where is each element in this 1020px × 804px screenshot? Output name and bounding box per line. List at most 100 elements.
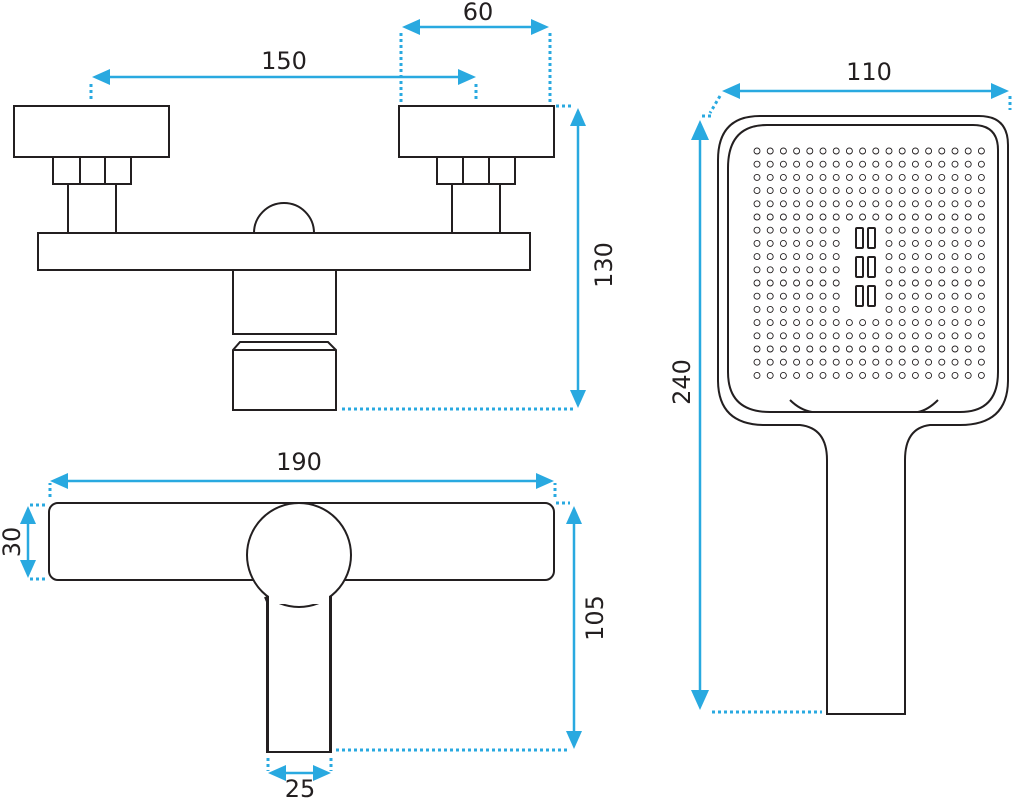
nozzle (898, 226, 906, 234)
nozzle (832, 173, 840, 181)
nozzle (951, 292, 959, 300)
nozzle (872, 358, 880, 366)
outlet-lower (232, 341, 337, 411)
nozzle (951, 147, 959, 155)
nozzle (845, 173, 853, 181)
nozzle (938, 292, 946, 300)
nozzle (819, 371, 827, 379)
nozzle (819, 213, 827, 221)
nozzle (793, 213, 801, 221)
nozzle (977, 160, 985, 168)
nozzle (819, 305, 827, 313)
nozzle (766, 279, 774, 287)
nozzle (832, 253, 840, 261)
nozzle (832, 305, 840, 313)
nozzle (885, 332, 893, 340)
nozzle (885, 319, 893, 327)
nozzle (951, 187, 959, 195)
nozzle (766, 187, 774, 195)
nozzle (793, 187, 801, 195)
nozzle (845, 147, 853, 155)
nozzle (938, 279, 946, 287)
nozzle (964, 332, 972, 340)
nozzle (977, 239, 985, 247)
nozzle (898, 213, 906, 221)
nozzle (964, 160, 972, 168)
nozzle (819, 279, 827, 287)
nozzle (964, 279, 972, 287)
nozzle (964, 239, 972, 247)
nozzle (779, 358, 787, 366)
nozzle (925, 358, 933, 366)
nozzle (911, 147, 919, 155)
nozzle (859, 358, 867, 366)
nozzle (766, 332, 774, 340)
nozzle (951, 345, 959, 353)
mixer-top-view (48, 502, 555, 753)
nozzle (806, 332, 814, 340)
nozzle (977, 173, 985, 181)
nozzle (885, 200, 893, 208)
nozzle (832, 200, 840, 208)
nozzle (964, 305, 972, 313)
nozzle (885, 187, 893, 195)
nozzle (872, 213, 880, 221)
nozzle (951, 226, 959, 234)
nozzle (779, 371, 787, 379)
nozzle (872, 160, 880, 168)
nozzle (911, 319, 919, 327)
nozzle (911, 358, 919, 366)
nozzle (779, 332, 787, 340)
nozzle (872, 200, 880, 208)
nozzle (845, 319, 853, 327)
nozzle (951, 200, 959, 208)
nozzle (753, 226, 761, 234)
nozzle (951, 319, 959, 327)
nozzle (806, 187, 814, 195)
nozzle (951, 160, 959, 168)
nozzle (911, 345, 919, 353)
nozzle (925, 279, 933, 287)
nozzle (793, 173, 801, 181)
hand-shower (717, 115, 1009, 715)
nozzle (951, 253, 959, 261)
nozzle (859, 319, 867, 327)
right-nut (436, 156, 516, 185)
nozzle (938, 332, 946, 340)
nozzle (779, 319, 787, 327)
nozzle (766, 226, 774, 234)
nozzle (766, 305, 774, 313)
nozzle (793, 319, 801, 327)
nozzle (951, 266, 959, 274)
nozzle (925, 173, 933, 181)
nozzle (964, 213, 972, 221)
nozzle (819, 345, 827, 353)
nozzle (938, 371, 946, 379)
nozzle (766, 319, 774, 327)
nozzle (766, 371, 774, 379)
nozzle (793, 279, 801, 287)
nozzle (898, 358, 906, 366)
nozzle (859, 332, 867, 340)
nozzle (938, 305, 946, 313)
nozzle (925, 200, 933, 208)
nozzle (938, 187, 946, 195)
nozzle (938, 345, 946, 353)
nozzle (911, 292, 919, 300)
nozzle (779, 160, 787, 168)
nozzle (753, 345, 761, 353)
nozzle (806, 305, 814, 313)
nozzle (806, 160, 814, 168)
nozzle (779, 266, 787, 274)
nozzle (766, 253, 774, 261)
nozzle (819, 319, 827, 327)
nozzle (793, 266, 801, 274)
nozzle (806, 345, 814, 353)
nozzle (964, 226, 972, 234)
nozzle (911, 213, 919, 221)
nozzle (806, 173, 814, 181)
nozzle (753, 266, 761, 274)
nozzle (977, 305, 985, 313)
nozzle (766, 345, 774, 353)
